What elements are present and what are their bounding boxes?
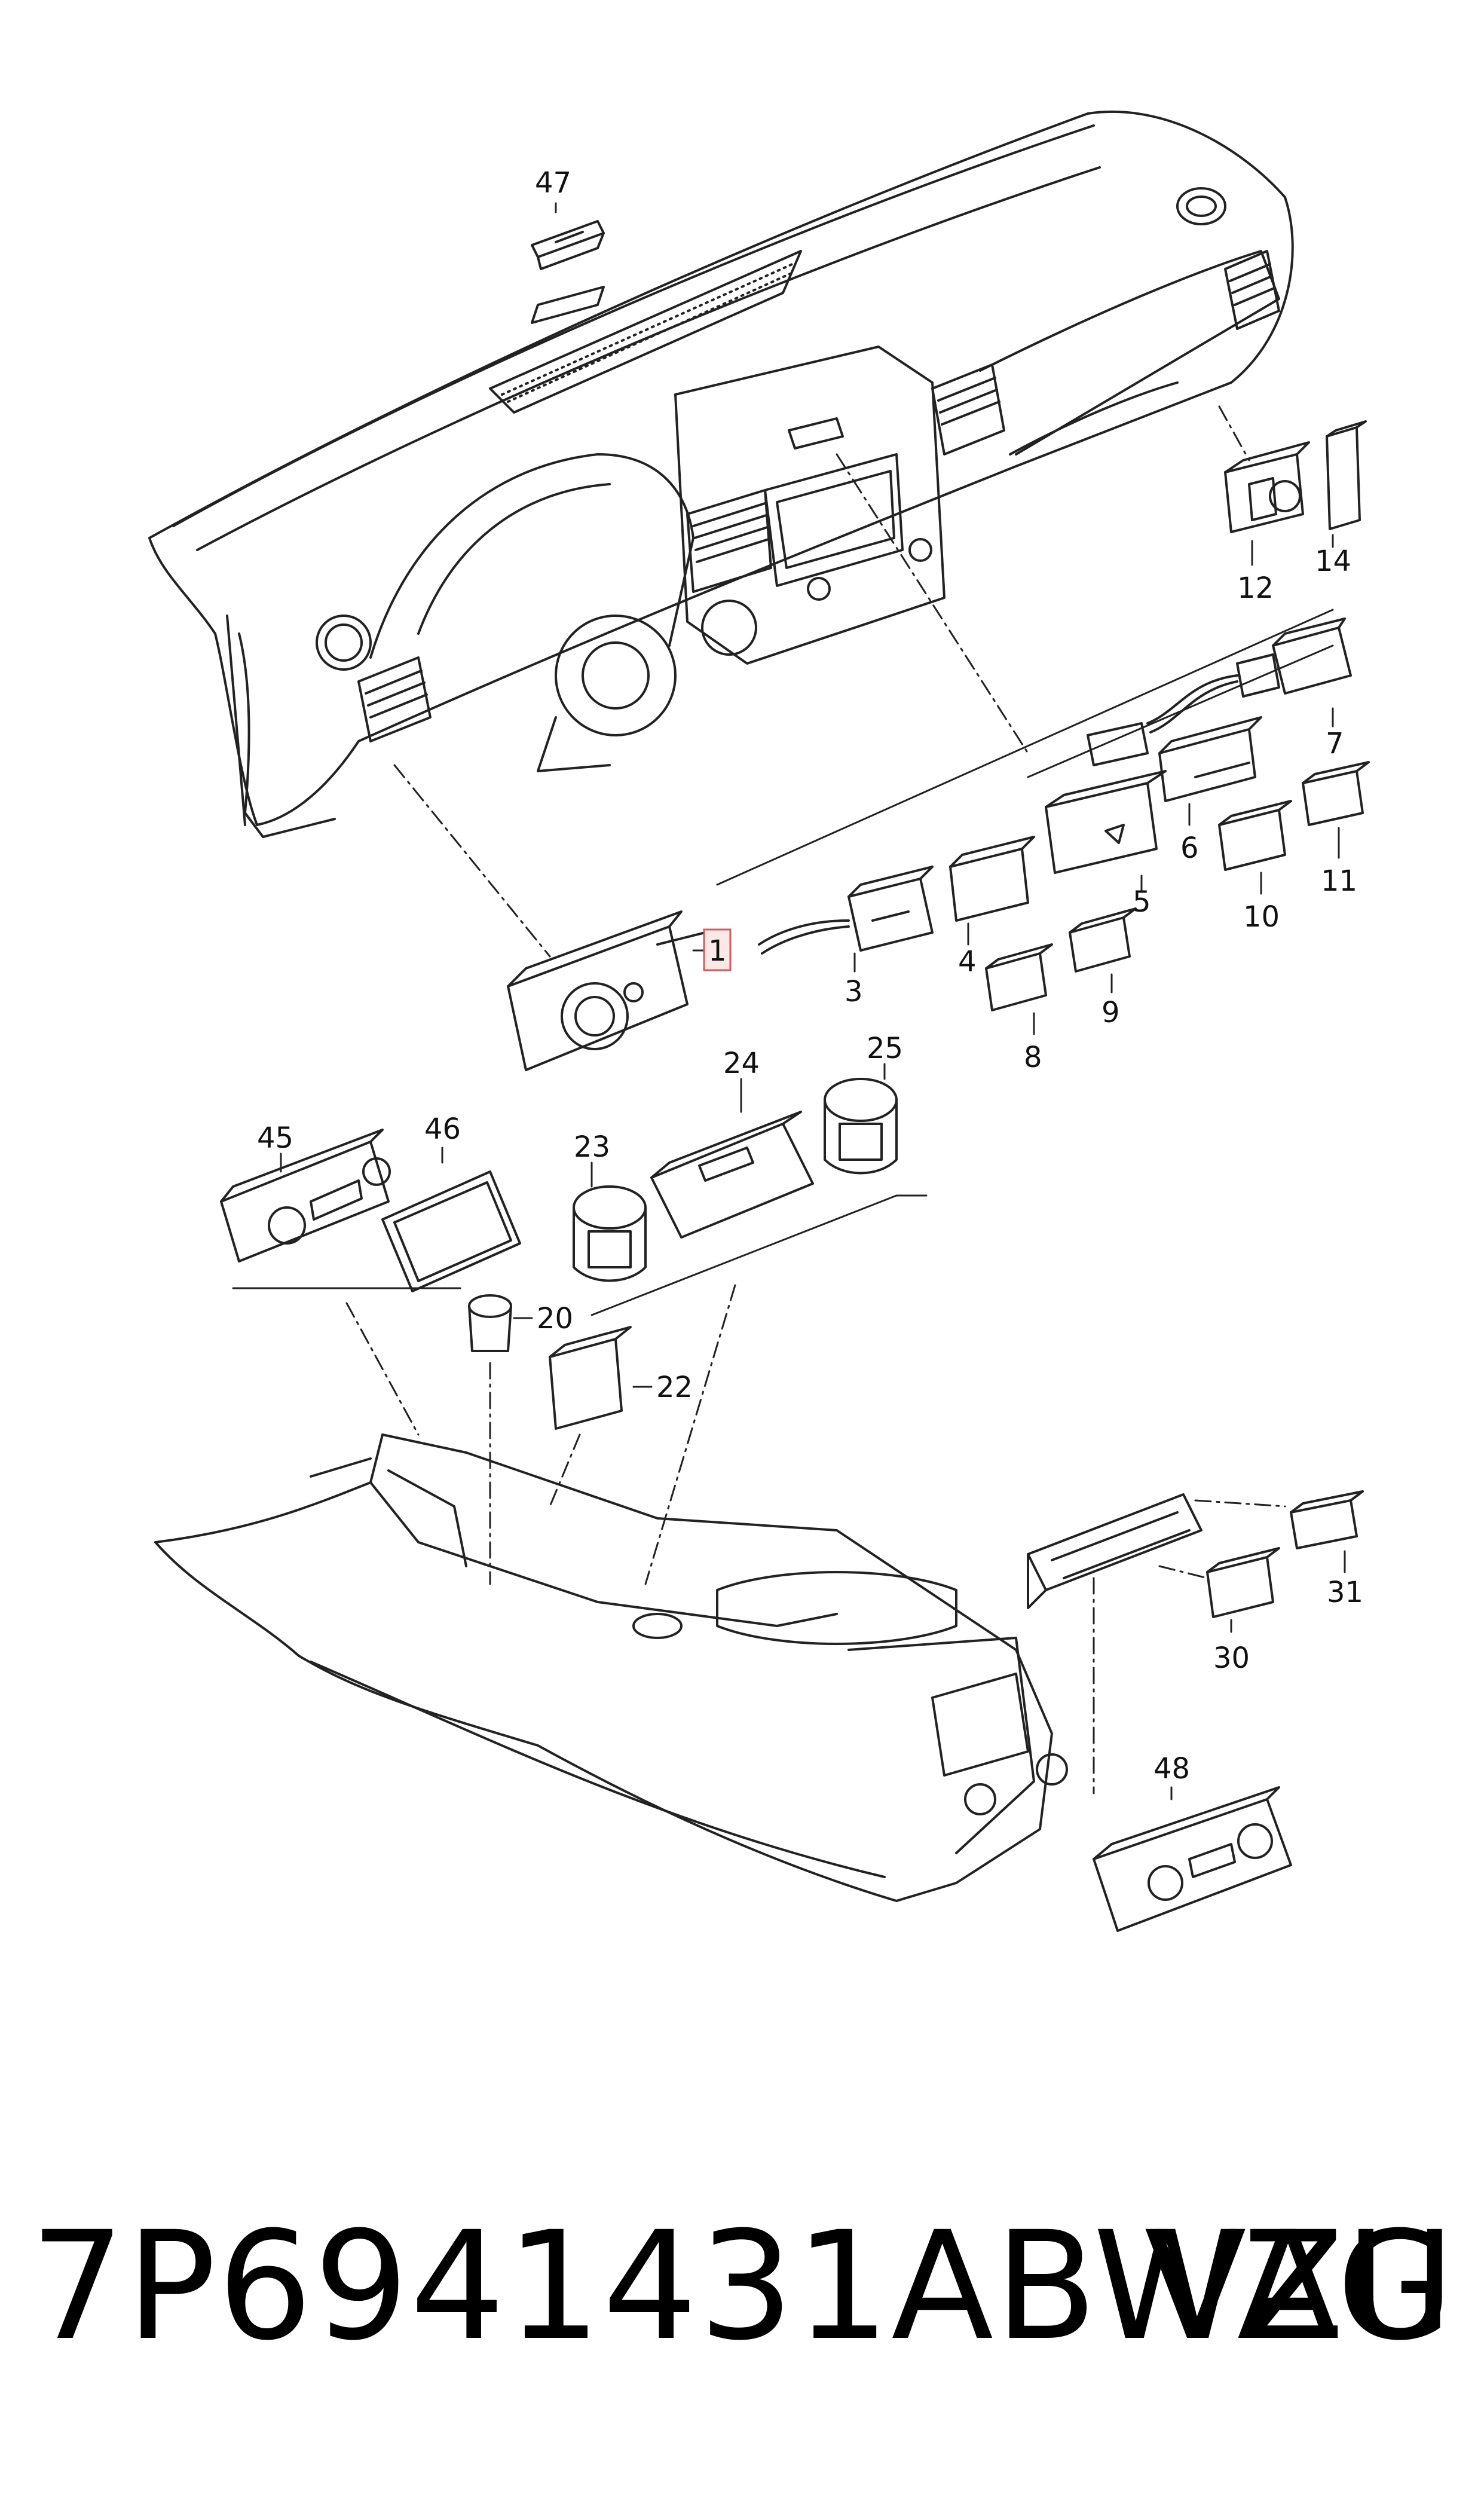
part-23-illustration [573, 1185, 647, 1282]
callout-25: 25 [867, 1032, 903, 1065]
part-47-illustration [531, 220, 605, 270]
callout-22: 22 [656, 1371, 693, 1404]
part-46-illustration [381, 1170, 521, 1292]
part-14-illustration [1326, 420, 1367, 530]
callout-1-highlight [703, 928, 732, 971]
callout-9: 9 [1101, 996, 1120, 1029]
part-7-illustration [1087, 617, 1352, 766]
group-bracket-2 [590, 1194, 928, 1316]
callout-48: 48 [1153, 1752, 1190, 1786]
part-number: 7P6941431ABWZU [30, 2199, 1457, 2373]
parts-diagram: 47 12 14 7 6 5 11 10 4 9 8 3 1 25 24 23 … [148, 110, 1370, 1932]
brand-label: VAG [1144, 2199, 1452, 2373]
callout-4: 4 [958, 945, 977, 979]
callout-12: 12 [1237, 571, 1274, 605]
callout-5: 5 [1133, 885, 1151, 919]
part-48-illustration [1093, 1786, 1292, 1932]
callout-45: 45 [257, 1121, 293, 1155]
part-11-illustration [1302, 761, 1370, 826]
part-1-illustration [507, 910, 706, 1071]
part-22-illustration [549, 1326, 632, 1430]
callout-14: 14 [1315, 545, 1351, 578]
callout-6: 6 [1180, 831, 1199, 865]
part-20-illustration [468, 1294, 512, 1352]
part-4-illustration [949, 836, 1035, 922]
callout-47: 47 [535, 166, 571, 200]
callout-8: 8 [1024, 1041, 1042, 1074]
part-5-illustration [1045, 770, 1167, 874]
part-10-illustration [1218, 800, 1292, 871]
callout-10: 10 [1243, 900, 1280, 934]
callout-3: 3 [844, 975, 863, 1008]
part-45-illustration [220, 1129, 391, 1262]
callout-31: 31 [1327, 1576, 1363, 1609]
part-6-illustration [1158, 716, 1262, 802]
part-25-illustration [824, 1078, 898, 1175]
callout-11: 11 [1321, 864, 1357, 898]
callout-23: 23 [574, 1130, 610, 1164]
part-9-illustration [1069, 907, 1137, 973]
callout-24: 24 [723, 1047, 760, 1080]
part-24-illustration [650, 1111, 814, 1239]
rear-frame-illustration [1027, 1493, 1203, 1609]
part-12-illustration [1224, 441, 1310, 533]
callout-30: 30 [1213, 1641, 1250, 1675]
part-3-illustration [758, 866, 934, 955]
part-8-illustration [985, 943, 1053, 1011]
leader-lines-dashboard [393, 405, 1250, 958]
footer: 7P6941431ABWZU VAG [30, 2199, 1455, 2391]
callout-7: 7 [1326, 727, 1344, 760]
dashboard-illustration [148, 110, 1294, 838]
leader-lines-console [345, 1284, 1095, 1794]
part-30-illustration [1206, 1547, 1280, 1618]
center-console-illustration [154, 1433, 1068, 1902]
callout-46: 46 [424, 1112, 461, 1146]
part-31-illustration [1290, 1490, 1364, 1549]
callout-20: 20 [537, 1302, 573, 1335]
callout-1: 1 [708, 934, 727, 968]
